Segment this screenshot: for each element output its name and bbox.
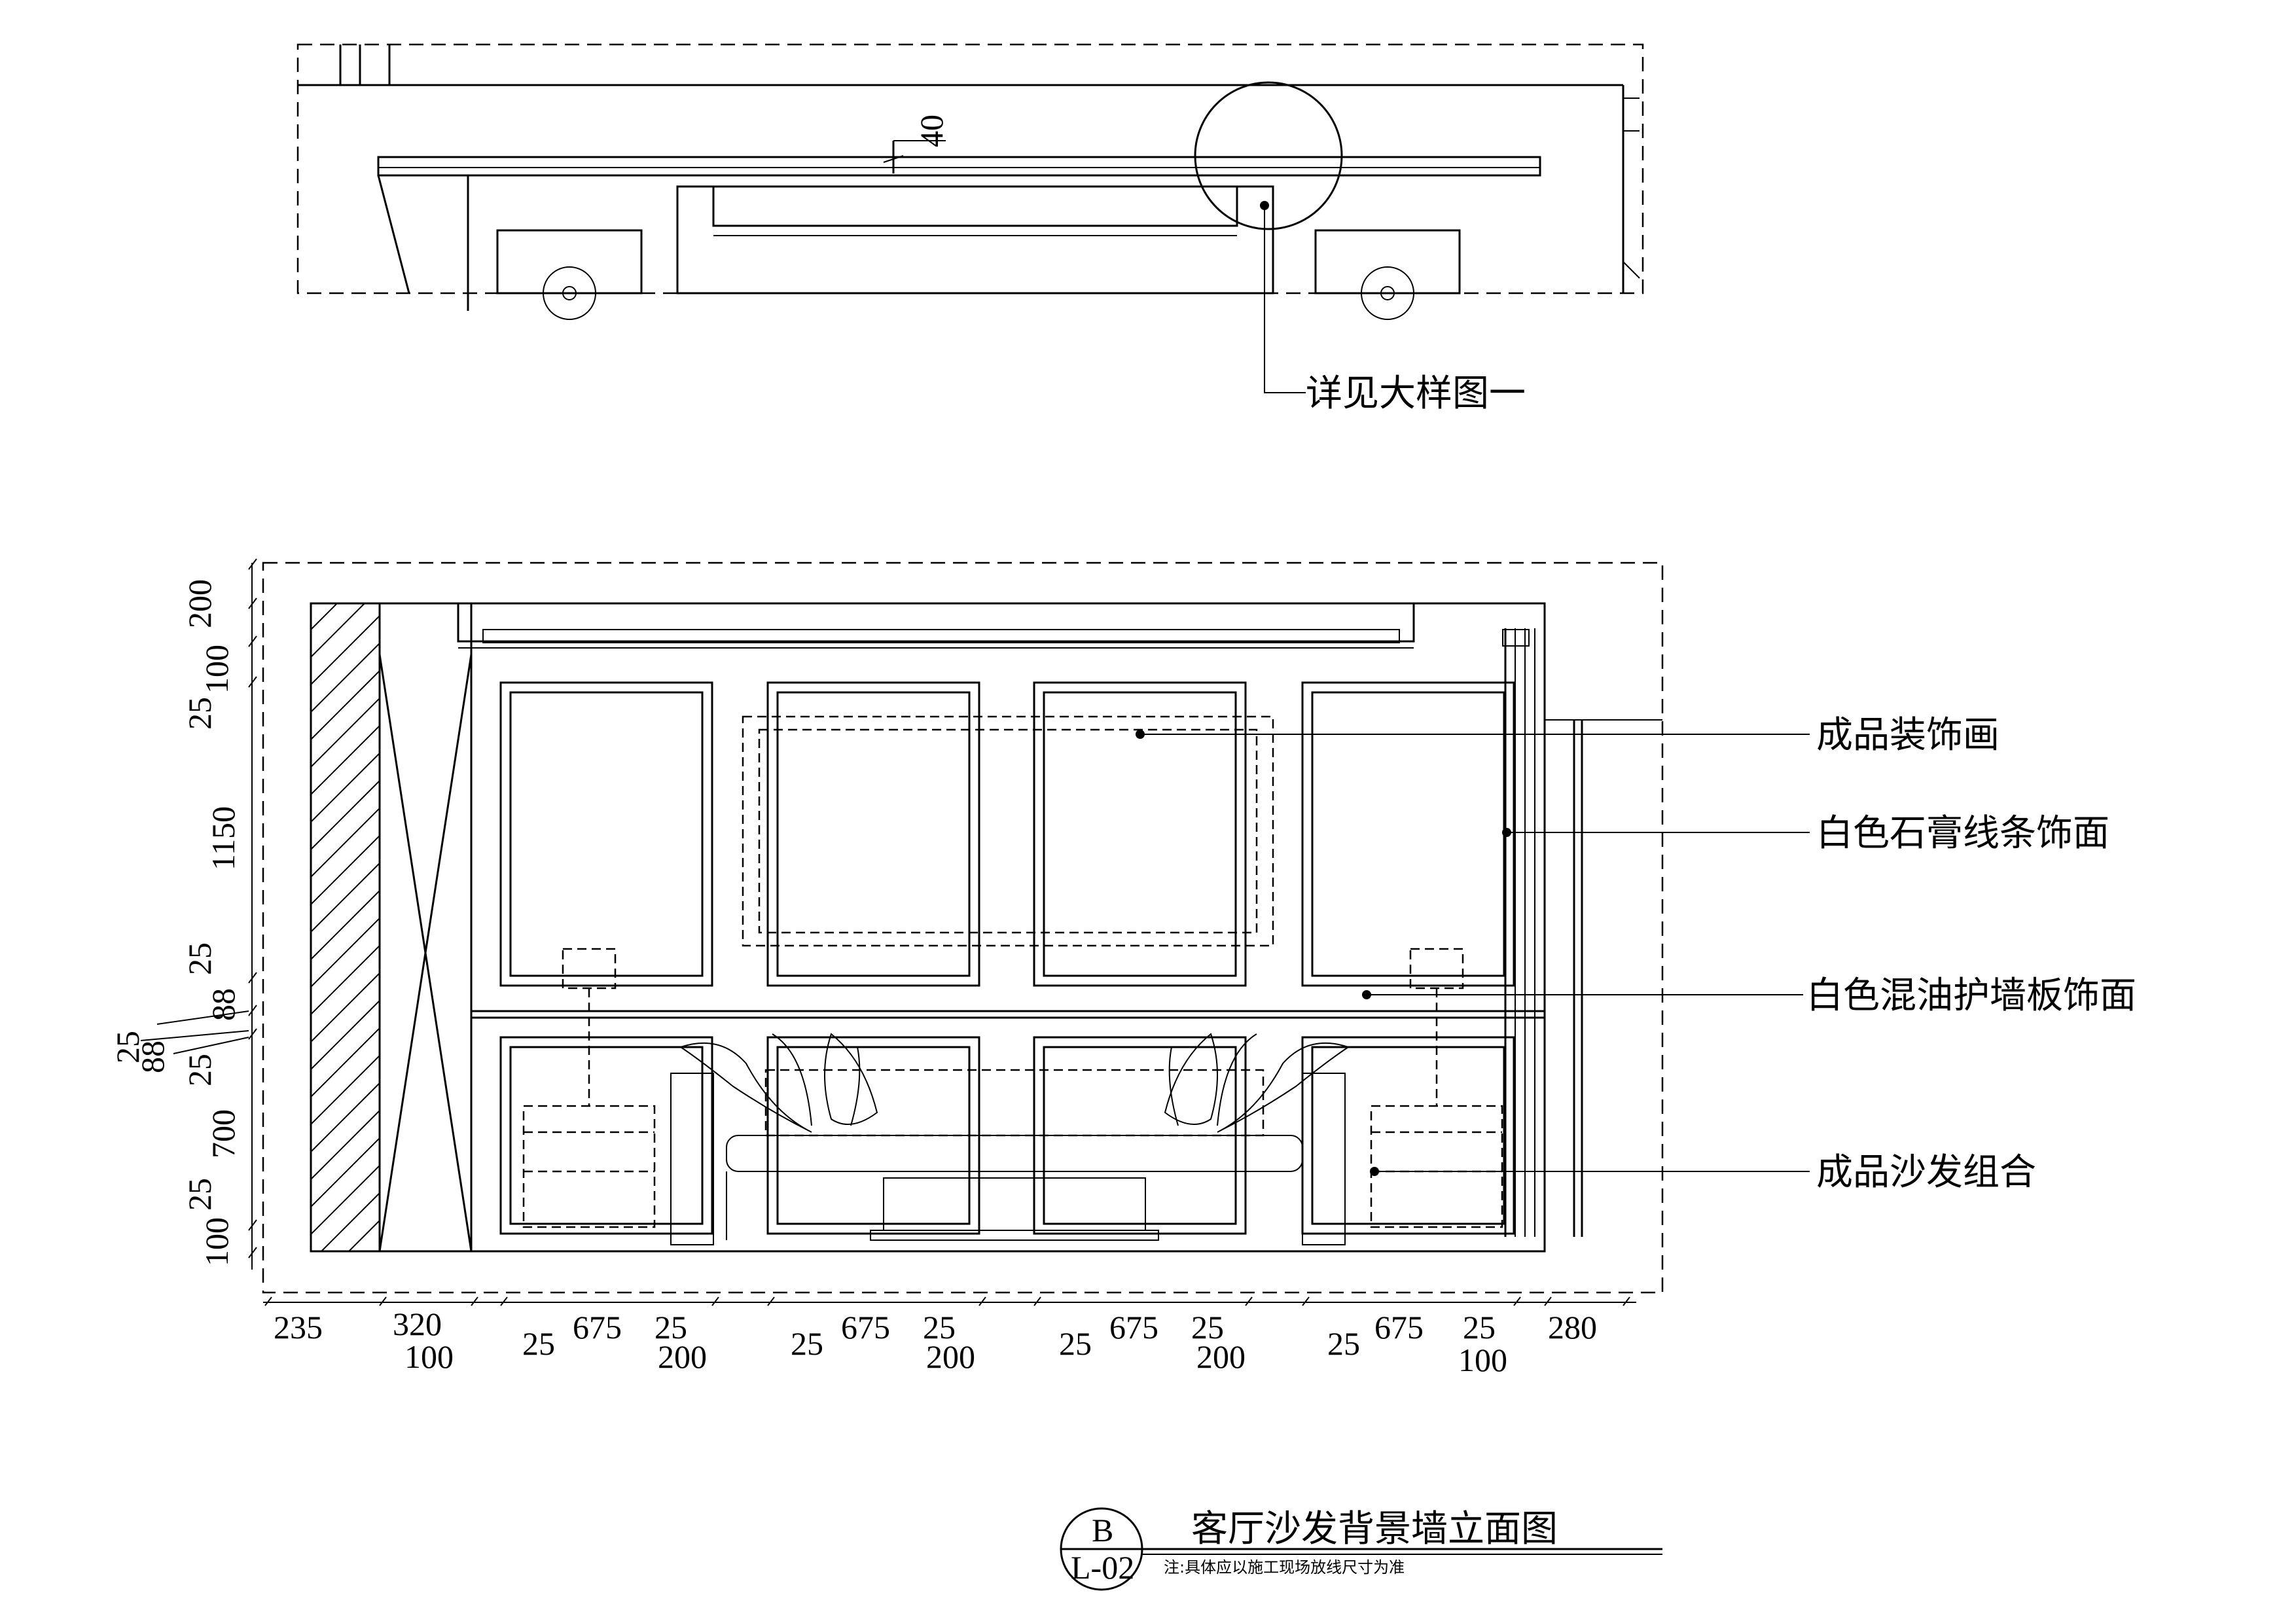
ceiling-plan-view: 40 详见大样图一	[296, 43, 1644, 415]
hdim-280: 280	[1548, 1309, 1597, 1346]
hdim-675-1: 675	[573, 1309, 622, 1346]
vdim-25-a: 25	[181, 697, 218, 730]
vdim-100-bottom: 100	[198, 1217, 235, 1266]
vdim-25-c: 25	[181, 1054, 218, 1086]
hatch-line	[310, 1027, 380, 1097]
hatch-line	[310, 753, 380, 823]
hdim-25-3: 25	[1059, 1325, 1092, 1362]
title-block: B L-02 客厅沙发背景墙立面图 注:具体应以施工现场放线尺寸为准	[1060, 1507, 1662, 1591]
hatch-line	[310, 835, 380, 905]
hdim-25-4b: 25	[1463, 1309, 1496, 1346]
vdim-88-outer: 88	[134, 1041, 171, 1073]
vdim-25-outer: 25	[109, 1031, 146, 1063]
hdim-200-2: 200	[926, 1338, 975, 1375]
detail-callout-label: 详见大样图一	[1306, 372, 1526, 415]
hatch-line	[348, 1220, 380, 1252]
hatch-line	[310, 603, 338, 630]
hdim-675-3: 675	[1109, 1309, 1158, 1346]
vertical-dimension-chain: 200 100 25 1150 25 88 25 88 25 700 25 10…	[109, 558, 257, 1270]
hdim-100-b: 100	[1458, 1342, 1507, 1378]
hatch-line	[310, 863, 380, 933]
sofa-outline	[670, 1033, 1350, 1245]
hdim-235: 235	[274, 1309, 323, 1346]
hatch-line	[310, 1165, 380, 1235]
vdim-25-b: 25	[181, 942, 218, 975]
vdim-25-d: 25	[181, 1178, 218, 1211]
hdim-25-1b: 25	[655, 1309, 687, 1346]
hdim-320: 320	[393, 1306, 442, 1342]
hdim-100-a: 100	[404, 1338, 454, 1375]
label-painting: 成品装饰画	[1816, 714, 2000, 757]
vdim-200: 200	[181, 579, 218, 628]
hdim-675-2: 675	[841, 1309, 890, 1346]
hatch-line	[310, 670, 380, 740]
vdim-88: 88	[205, 988, 242, 1021]
hatch-line	[310, 918, 380, 988]
drawing-title: 客厅沙发背景墙立面图	[1191, 1508, 1558, 1550]
plan-dim-40: 40	[913, 115, 950, 147]
hatch-line	[310, 780, 380, 850]
hatch-line	[310, 603, 365, 658]
hatch-line	[310, 643, 380, 713]
hatch-line	[310, 890, 380, 960]
vdim-100-top: 100	[198, 645, 235, 694]
hatch-pattern	[310, 603, 380, 1252]
hatch-line	[310, 725, 380, 795]
label-wainscot: 白色混油护墙板饰面	[1806, 974, 2136, 1017]
label-plaster-molding: 白色石膏线条饰面	[1816, 812, 2109, 855]
hdim-25-2: 25	[791, 1325, 823, 1362]
label-sofa: 成品沙发组合	[1816, 1151, 2036, 1194]
hdim-200-3: 200	[1196, 1338, 1246, 1375]
hatch-line	[310, 1110, 380, 1180]
horizontal-dimension-chain: 235 320 100 25 675 25 200 25 675 25 200 …	[263, 1296, 1636, 1378]
hdim-675-4: 675	[1374, 1309, 1424, 1346]
title-symbol-bottom: L-02	[1071, 1549, 1134, 1586]
vdim-700: 700	[205, 1109, 242, 1158]
hatch-line	[310, 945, 380, 1015]
hdim-25-4: 25	[1327, 1325, 1360, 1362]
hatch-line	[310, 698, 380, 768]
hatch-line	[310, 615, 380, 685]
hdim-200-1: 200	[658, 1338, 707, 1375]
vdim-1150: 1150	[205, 806, 242, 870]
title-symbol-top: B	[1092, 1512, 1113, 1548]
sofa-wall-elevation: 成品装饰画 白色石膏线条饰面 白色混油护墙板饰面 成品沙发组合 200 100 …	[109, 558, 2136, 1378]
hatch-line	[310, 1082, 380, 1152]
hatch-line	[321, 1192, 380, 1252]
hatch-line	[310, 1055, 380, 1125]
hatch-line	[310, 972, 380, 1043]
hdim-25-2b: 25	[923, 1309, 956, 1346]
hdim-25-1: 25	[522, 1325, 555, 1362]
hatch-line	[310, 1000, 380, 1070]
hdim-25-3b: 25	[1191, 1309, 1224, 1346]
hatch-line	[310, 808, 380, 878]
hatch-line	[310, 1137, 380, 1207]
drawing-note: 注:具体应以施工现场放线尺寸为准	[1164, 1558, 1405, 1577]
